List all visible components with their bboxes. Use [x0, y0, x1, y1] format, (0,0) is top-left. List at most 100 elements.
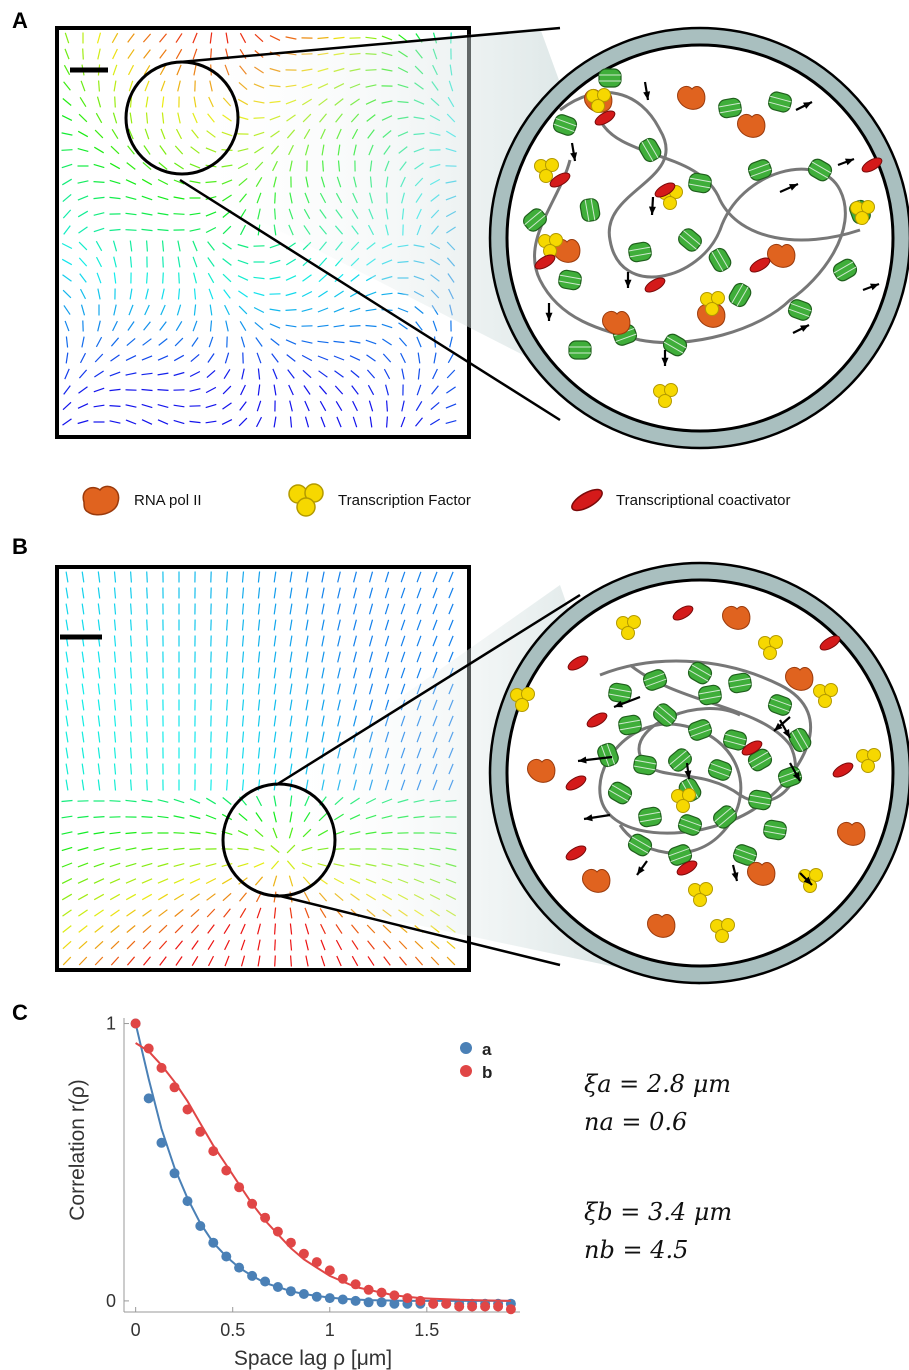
- flow-vector: [333, 355, 345, 361]
- flow-vector: [65, 571, 69, 583]
- flow-vector: [157, 389, 169, 391]
- flow-vector: [97, 699, 101, 711]
- flow-vector: [77, 419, 89, 425]
- flow-vector: [209, 32, 213, 44]
- flow-vector: [241, 619, 245, 631]
- flow-vector: [114, 96, 116, 108]
- data-point-a: [182, 1196, 193, 1207]
- flow-vector: [416, 587, 422, 599]
- flow-vector: [145, 112, 149, 124]
- flow-vector: [318, 290, 328, 298]
- flow-vector: [224, 304, 230, 316]
- flow-vector: [125, 878, 137, 884]
- legend-label-a: a: [482, 1040, 492, 1059]
- data-point-b: [389, 1290, 400, 1301]
- flow-vector: [287, 369, 295, 379]
- legend-dot-b: [460, 1065, 472, 1077]
- flow-vector: [77, 148, 89, 152]
- flow-vector: [271, 353, 279, 363]
- flow-vector: [113, 779, 117, 791]
- flow-vector: [143, 145, 151, 155]
- nucleosome-icon: [763, 819, 787, 841]
- flow-vector: [93, 146, 105, 154]
- flow-vector: [207, 955, 215, 967]
- flow-vector: [94, 956, 104, 966]
- flow-vector: [384, 651, 390, 663]
- motion-arrow: [624, 272, 632, 288]
- nucleosome-icon: [728, 672, 752, 694]
- flow-vector: [368, 651, 374, 663]
- flow-vector: [336, 416, 342, 428]
- flow-vector: [173, 878, 185, 884]
- flow-vector: [207, 939, 215, 951]
- flow-vector: [207, 353, 215, 363]
- flow-vector: [269, 276, 281, 280]
- flow-vector: [205, 831, 217, 835]
- flow-vector: [77, 815, 89, 819]
- flow-vector: [81, 667, 85, 679]
- flow-vector: [223, 923, 231, 935]
- flow-vector: [173, 404, 185, 408]
- flow-vector: [113, 747, 117, 759]
- flow-vector: [257, 603, 261, 615]
- data-point-a: [337, 1294, 348, 1305]
- flow-vector: [240, 955, 246, 967]
- transcription-factor-icon: [856, 748, 881, 773]
- flow-vector: [129, 240, 133, 252]
- flow-vector: [365, 339, 377, 345]
- flow-vector: [162, 256, 164, 268]
- flow-vector: [274, 955, 276, 967]
- flow-vector: [113, 635, 117, 647]
- flow-vector: [112, 320, 118, 332]
- flow-vector: [173, 354, 185, 362]
- flow-vector: [110, 956, 120, 966]
- flow-vector: [110, 145, 120, 155]
- flow-vector: [289, 699, 293, 711]
- coactivator-icon: [549, 172, 571, 188]
- flow-vector: [65, 336, 69, 348]
- nucleosome-icon: [723, 729, 747, 751]
- flow-vector: [146, 571, 148, 583]
- flow-vector: [93, 227, 105, 233]
- flow-vector: [273, 731, 277, 743]
- flow-vector: [207, 272, 215, 284]
- flow-vector: [226, 619, 228, 631]
- flow-vector: [126, 162, 136, 170]
- flow-vector: [430, 940, 440, 950]
- flow-vector: [209, 304, 213, 316]
- flow-vector: [239, 32, 247, 44]
- flow-vector: [289, 747, 293, 759]
- flow-vector: [142, 33, 152, 43]
- transcription-factor-icon: [288, 483, 324, 517]
- flow-vector: [238, 290, 248, 298]
- flow-vector: [289, 651, 293, 663]
- flow-vector: [255, 812, 263, 822]
- flow-vector: [130, 651, 132, 663]
- flow-vector: [125, 831, 137, 835]
- flow-vector: [65, 715, 69, 727]
- transcription-factor-icon: [616, 615, 641, 640]
- panel-b-figure: [55, 561, 909, 985]
- flow-vector: [226, 651, 228, 663]
- flow-vector: [334, 290, 344, 298]
- data-point-a: [208, 1237, 219, 1248]
- transcription-factor-icon: [688, 882, 713, 907]
- flow-vector: [141, 878, 153, 884]
- flow-vector: [301, 340, 313, 344]
- flow-vector: [94, 129, 104, 139]
- flow-vector: [109, 388, 121, 392]
- flow-vector: [142, 940, 152, 950]
- flow-vector: [97, 715, 101, 727]
- flow-vector: [109, 878, 121, 884]
- flow-vector: [449, 336, 453, 348]
- flow-vector: [189, 228, 201, 232]
- flow-vector: [161, 96, 165, 108]
- flow-vector: [285, 36, 297, 40]
- nucleosome-icon: [607, 781, 633, 805]
- flow-vector: [173, 815, 185, 819]
- flow-vector: [205, 386, 217, 394]
- flow-vector: [157, 799, 169, 803]
- flow-vector: [222, 797, 232, 805]
- data-point-b: [272, 1226, 283, 1237]
- flow-vector: [337, 587, 341, 599]
